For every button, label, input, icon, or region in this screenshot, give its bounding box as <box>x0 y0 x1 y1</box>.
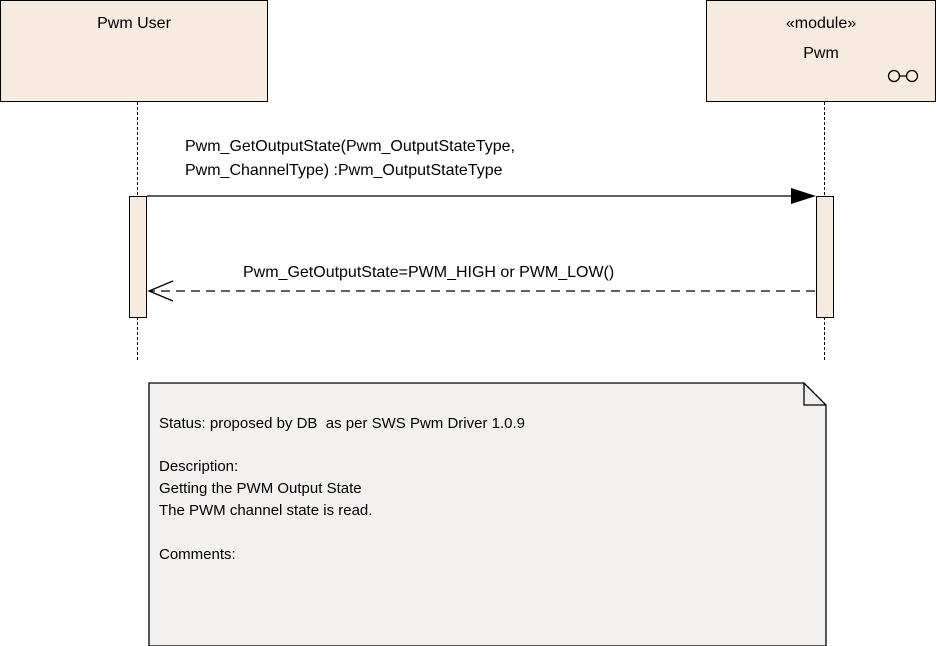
lifeline-pwm-module-title: Pwm <box>803 45 839 62</box>
note-description-line2: The PWM channel state is read. <box>159 502 373 519</box>
lifeline-pwm-stereotype: «module» <box>785 15 857 32</box>
call-arrowhead <box>791 188 816 204</box>
lifeline-pwm-user: Pwm User <box>0 0 268 102</box>
lifeline-pwm-module: «module» Pwm <box>706 0 936 102</box>
note-comments-label: Comments: <box>159 546 236 563</box>
activation-pwm-user <box>129 196 147 318</box>
call-message-label-line2: Pwm_ChannelType) :Pwm_OutputStateType <box>185 162 503 179</box>
note-status: Status: proposed by DB as per SWS Pwm Dr… <box>159 415 525 432</box>
note-description-label: Description: <box>159 458 239 475</box>
note-description-line1: Getting the PWM Output State <box>159 480 362 497</box>
activation-pwm-module <box>816 196 834 318</box>
lifeline-pwm-user-title: Pwm User <box>97 15 171 32</box>
component-icon <box>887 69 919 83</box>
reply-arrowhead <box>147 280 174 302</box>
reply-message-label: Pwm_GetOutputState=PWM_HIGH or PWM_LOW() <box>243 264 615 281</box>
call-message-label-line1: Pwm_GetOutputState(Pwm_OutputStateType, <box>185 138 515 155</box>
